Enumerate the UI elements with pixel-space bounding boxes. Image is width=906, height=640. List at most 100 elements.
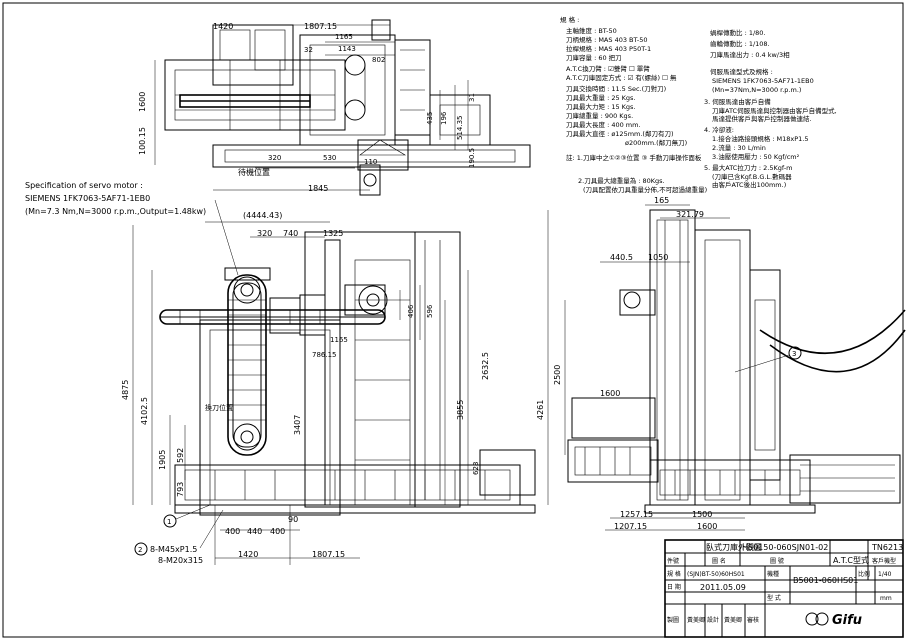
side-dim-4261: 4261: [536, 400, 545, 420]
front-dim-628: 628: [472, 462, 480, 475]
note-item-5: 5. 最大ATC拉刀力 : 2.5Kgf-m: [704, 163, 793, 172]
note-ratio-2: 齒輪傳動比 : 1/108.: [710, 39, 770, 48]
tb-check-label: 審核: [747, 616, 759, 624]
front-dim-1165: 1165: [330, 336, 348, 344]
front-dim-4875: 4875: [121, 380, 130, 400]
front-dim-320: 320: [257, 229, 272, 238]
front-dim-4102: 4102.5: [140, 397, 149, 425]
tb-date-value: 2011.05.09: [700, 583, 746, 592]
tb-drawing-no: HS0150-060SJN01-02: [742, 543, 828, 552]
gifu-logo: Gifu: [805, 612, 862, 628]
front-dim-740: 740: [283, 229, 298, 238]
side-dim-1257: 1257.15: [620, 510, 653, 519]
side-balloon-3: 3: [792, 350, 796, 358]
top-dim-530: 530: [323, 154, 336, 162]
top-dim-1600: 1600: [138, 92, 147, 112]
note-power: 刀庫馬達出力 : 0.4 kw/3相: [710, 50, 790, 59]
top-dim-514: 514.35: [456, 116, 464, 141]
note-max-dia-2: ø200mm.(鄰刀無刀): [625, 138, 687, 147]
note-item-4a: 1.接合油路接頭規格 : M18xP1.5: [712, 134, 809, 143]
top-dim-31: 31: [468, 93, 476, 102]
tb-machine-value: B5001-060HS01: [793, 576, 858, 585]
note-servo-model: SIEMENS 1FK7063-5AF71-1EB0: [712, 77, 814, 85]
note-atc-arm: A.T.C刀庫固定方式 : ☑ 有(螺絲) ☐ 無: [566, 73, 677, 82]
top-dim-190: 190.5: [468, 148, 476, 168]
tb-type-label: 型 式: [767, 594, 781, 602]
top-dim-1165: 1165: [335, 33, 353, 41]
top-dim-320: 320: [268, 154, 281, 162]
front-dim-592: 592: [176, 448, 185, 463]
tb-drawn-value: 黃美卿: [687, 616, 705, 624]
note-item-3b: 馬達提供客戶與客戶控制器做連結.: [712, 114, 812, 123]
front-bolt-2: 8-M20x315: [158, 556, 203, 565]
side-dim-1500: 1500: [692, 510, 712, 519]
tb-scale-label: 比例: [858, 570, 870, 578]
tb-hdr-code: 圖 號: [770, 557, 784, 565]
notes-block: 規 格 : 主軸錐度 : BT-50 刀柄規格 : MAS 403 BT-50 …: [560, 15, 837, 194]
front-dim-3407: 3407: [293, 415, 302, 435]
front-label-change-pos: 換刀位置: [205, 403, 233, 412]
note-tool-shank: 刀柄規格 : MAS 403 BT-50: [566, 35, 648, 44]
side-dim-321: 321.79: [676, 210, 704, 219]
top-dim-100: 100.15: [138, 127, 147, 155]
front-balloon-1: 1: [167, 518, 171, 526]
top-dim-802: 802: [372, 56, 385, 64]
note-servo-rate: (Mn=37Nm,N=3000 r.p.m.): [712, 86, 801, 94]
front-dim-1420: 1420: [238, 550, 258, 559]
note-item-3a: 刀庫ATC伺服馬達與控制器由客戶自備型式,: [712, 106, 837, 115]
tb-spec-value: (SJN)BT-50)60HS01: [687, 571, 745, 578]
tb-design-value: 黃美卿: [724, 616, 742, 624]
front-dim-90: 90: [288, 515, 298, 524]
top-dim-196: 196: [440, 111, 448, 125]
top-dim-1845: 1845: [308, 184, 328, 193]
side-dim-1050: 1050: [648, 253, 668, 262]
front-dim-2632: 2632.5: [481, 352, 490, 380]
side-dim-1600b: 1600: [697, 522, 717, 531]
note-change-time: 刀具交換時間 : 11.5 Sec.(刀對刀): [566, 84, 666, 93]
note-max-length: 刀具最大長度 : 400 mm.: [566, 120, 641, 129]
note-max-dia-1: 刀具最大直徑 : ø125mm.(鄰刀有刀): [566, 129, 674, 138]
front-dim-406: 406: [407, 304, 415, 318]
note-item-3: 3. 伺服馬達由客戶自備: [704, 97, 771, 106]
front-balloon-2: 2: [138, 546, 142, 554]
note-remark-3: (刀具配置依刀具重量分佈,不可超過總重量): [583, 185, 707, 194]
tb-machine-label: 機種: [767, 570, 779, 578]
front-dim-596: 596: [426, 304, 434, 318]
side-dim-1600: 1600: [600, 389, 620, 398]
note-item-5b: 由客戶ATC後出100mm.): [712, 180, 786, 189]
top-dim-435: 435: [426, 112, 434, 125]
front-dim-786: 786.15: [312, 351, 337, 359]
note-remark: 註: 1.刀庫中之①②③位置 ③ 手動刀庫操作面板: [566, 153, 702, 162]
front-bolt-1: 8-M45xP1.5: [150, 545, 197, 554]
tb-drawing-name: 臥式刀庫外觀圖: [706, 542, 762, 552]
tb-spec-label: 規 格: [667, 570, 681, 578]
front-dim-1905: 1905: [158, 450, 167, 470]
front-dim-1325: 1325: [323, 229, 343, 238]
front-dim-3855: 3855: [456, 400, 465, 420]
tb-drawn-label: 製圖: [667, 616, 679, 624]
note-capacity: 刀庫容量 : 60 把刀: [566, 53, 622, 62]
note-atc-type: A.T.C換刀臂 : ☑雙臂 ☐ 單臂: [566, 64, 650, 73]
front-dim-440: 440: [247, 527, 262, 536]
side-dim-2500: 2500: [553, 365, 562, 385]
side-dim-440: 440.5: [610, 253, 633, 262]
front-view: (4444.43) 320 740 1325 4875 4102.5 1905 …: [121, 211, 536, 565]
top-label-standby: 待機位置: [238, 167, 270, 177]
note-spindle: 主軸錐度 : BT-50: [566, 26, 617, 35]
spec-model: SIEMENS 1FK7063-5AF71-1EB0: [25, 194, 150, 203]
note-item-4c: 3.油壓使用壓力 : 50 Kgf/cm²: [712, 152, 800, 161]
tb-customer: 客戶機型: [872, 557, 896, 565]
note-servo: 伺服馬達型式及規格 :: [710, 67, 773, 76]
top-dim-1807: 1807.15: [304, 22, 337, 31]
tb-scale-value: 1/40: [878, 571, 892, 578]
tb-hdr-item: 件號: [667, 557, 679, 565]
side-dim-1207: 1207.15: [614, 522, 647, 531]
title-block: 臥式刀庫外觀圖 HS0150-060SJN01-02 TN6213 件號 圖 名…: [664, 539, 904, 638]
top-dim-1420: 1420: [213, 22, 233, 31]
note-item-5a: (刀庫已含Kgf.B.G.L.數碼器: [712, 172, 792, 181]
front-dim-400b: 400: [270, 527, 285, 536]
spec-title: Specification of servo motor :: [25, 181, 143, 190]
spec-rating: (Mn=7.3 Nm,N=3000 r.p.m.,Output=1.48kw): [25, 207, 206, 216]
